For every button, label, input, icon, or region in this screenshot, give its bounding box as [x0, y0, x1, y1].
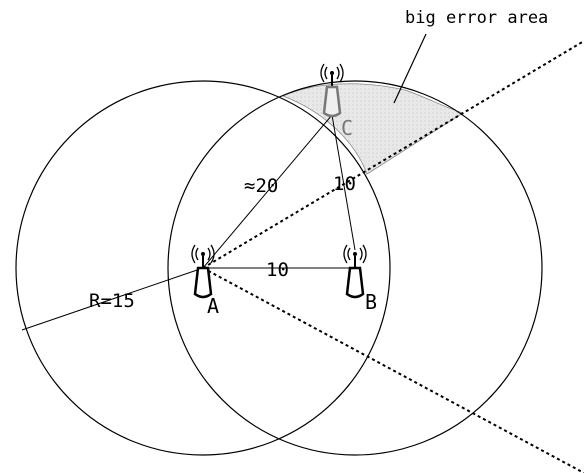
distance-a-b-label: 10: [266, 259, 289, 281]
distance-line-c-b: [331, 114, 356, 251]
coverage-circle-a: [15, 80, 391, 456]
upper-bound-ray: [202, 40, 584, 269]
antenna-icon-c: [320, 63, 344, 118]
coverage-circle-b: [167, 80, 543, 456]
radius-line: [21, 267, 204, 331]
distance-a-c-label: ≈20: [244, 175, 278, 197]
big-error-area-label: big error area: [405, 8, 548, 28]
callout-leader-line: [393, 33, 427, 104]
distance-line-a-c: [202, 114, 333, 269]
lower-bound-ray: [202, 267, 584, 473]
antenna-icon-b: [343, 244, 367, 299]
node-label-b: B: [365, 290, 377, 314]
distance-c-b-label: 10: [333, 173, 356, 195]
antenna-icon-a: [191, 244, 215, 299]
node-label-c: C: [341, 116, 353, 140]
node-label-a: A: [207, 294, 219, 318]
radius-label: R=15: [89, 290, 135, 312]
